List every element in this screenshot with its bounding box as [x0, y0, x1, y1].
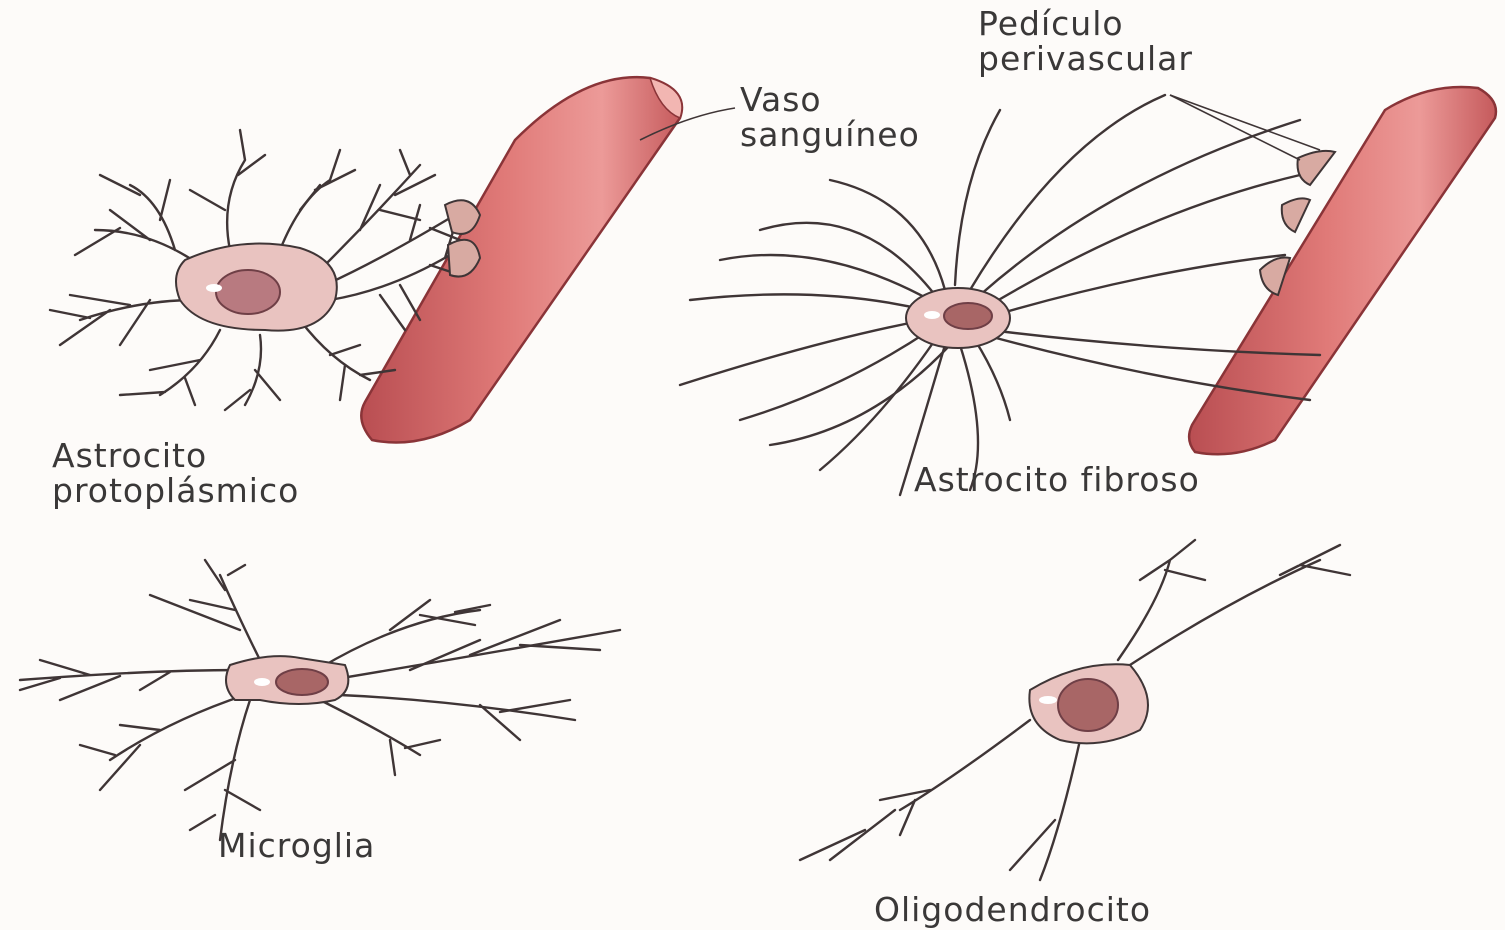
- label-astrocito-fibroso: Astrocito fibroso: [914, 462, 1200, 497]
- label-astrocito-protoplasmico: Astrocitoprotoplásmico: [52, 438, 299, 508]
- oligodendrocyte-nucleus: [1058, 679, 1118, 731]
- oligodendrocyte: [800, 540, 1350, 880]
- blood-vessel-left: [361, 77, 682, 442]
- fibrous-astrocyte-nucleus: [944, 303, 992, 329]
- microglia-nucleus: [276, 669, 328, 695]
- label-vaso-sanguineo: Vasosanguíneo: [740, 82, 920, 152]
- microglia: [20, 560, 620, 840]
- protoplasmic-astrocyte-nucleus: [216, 270, 280, 314]
- label-microglia: Microglia: [218, 828, 375, 863]
- pedicle-leader-line-2: [1170, 95, 1320, 150]
- label-pediculo-perivascular: Pedículoperivascular: [978, 6, 1193, 76]
- label-oligodendrocito: Oligodendrocito: [874, 892, 1151, 927]
